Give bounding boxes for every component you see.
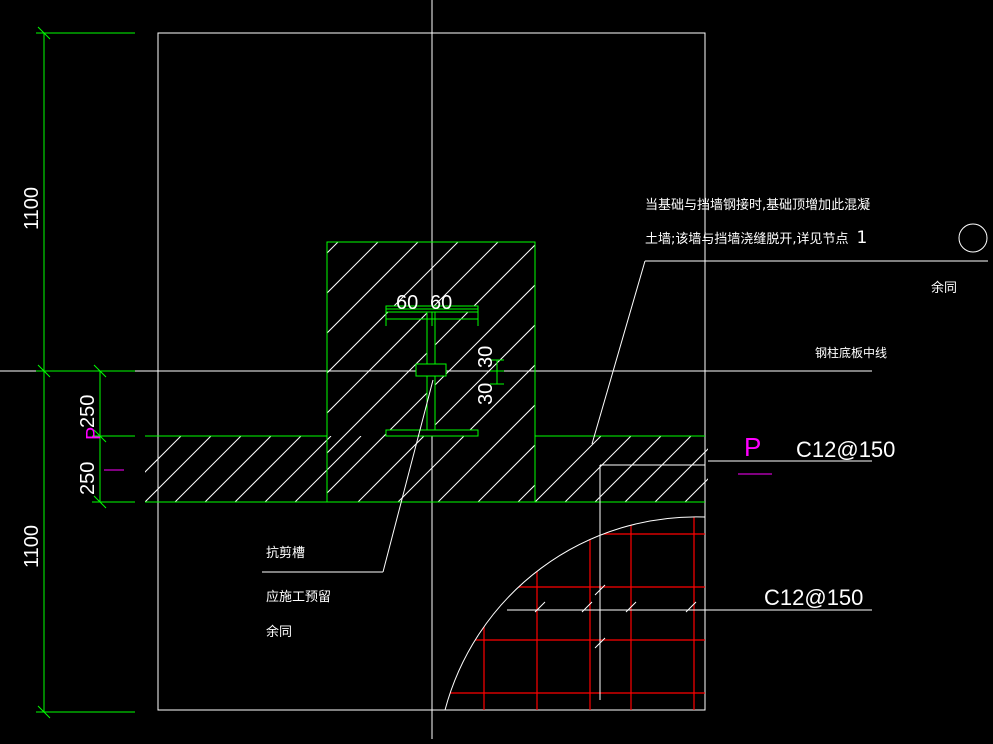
rebar-detail bbox=[444, 464, 706, 711]
rebar-label-mesh: C12@150 bbox=[764, 585, 863, 610]
dim-web-upper: 30 bbox=[475, 346, 497, 368]
steel-i-section bbox=[385, 305, 479, 437]
concrete-pedestal bbox=[326, 241, 536, 503]
web-dimension bbox=[490, 359, 504, 385]
dim-bottom-height: 1100 bbox=[21, 525, 43, 568]
dim-slab-upper: 250 bbox=[77, 395, 99, 428]
dim-web-lower: 30 bbox=[475, 383, 497, 405]
rebar-label-slab: C12@150 bbox=[796, 437, 895, 462]
flange-dimension bbox=[385, 312, 479, 326]
note-same-as: 余同 bbox=[931, 280, 957, 296]
note-line-1: 当基础与挡墙钢接时,基础顶增加此混凝 bbox=[645, 197, 870, 213]
shear-key-label-1: 抗剪槽 bbox=[266, 545, 305, 561]
shear-key-label-2: 应施工预留 bbox=[266, 589, 331, 605]
column-centerline-label: 钢柱底板中线 bbox=[815, 345, 887, 360]
dim-top-height: 1100 bbox=[21, 187, 43, 230]
dim-flange-right: 60 bbox=[430, 292, 452, 314]
dim-slab-lower: 250 bbox=[77, 462, 99, 495]
concrete-slab bbox=[145, 435, 708, 503]
leader-lines bbox=[262, 260, 988, 611]
dim-flange-left: 60 bbox=[396, 292, 418, 314]
shear-key-label-3: 余同 bbox=[266, 624, 292, 640]
section-mark-left: P bbox=[83, 427, 105, 440]
section-mark-right: P bbox=[744, 432, 761, 462]
left-dimension-chain bbox=[36, 26, 135, 719]
detail-reference-circle bbox=[958, 223, 988, 253]
